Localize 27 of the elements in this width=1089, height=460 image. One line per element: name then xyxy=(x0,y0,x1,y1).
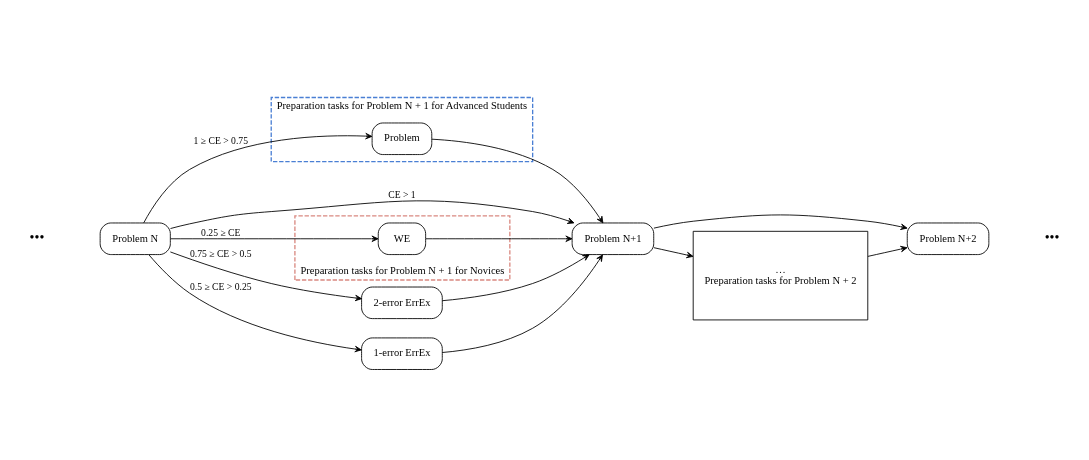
arrow xyxy=(169,251,362,302)
arrow xyxy=(441,254,603,353)
arrow xyxy=(653,214,908,230)
node-box: 2-error ErrEx xyxy=(361,286,443,320)
node-box: 1-error ErrEx xyxy=(361,337,443,370)
arrow xyxy=(653,247,694,259)
arrow xyxy=(431,138,604,224)
edge-label: 0.75 ≥ CE > 0.5 xyxy=(189,248,252,260)
edge-label: 0.25 ≥ CE xyxy=(201,226,241,238)
edge-label: CE > 1 xyxy=(388,189,416,201)
node-box: … Preparation tasks for Problem N + 2 xyxy=(692,230,869,321)
arrow xyxy=(425,235,573,242)
arrow xyxy=(148,254,362,353)
edge-label: 0.5 ≥ CE > 0.25 xyxy=(189,281,252,293)
node-box: Problem N+2 xyxy=(906,222,990,255)
node-box: WE xyxy=(377,222,427,255)
arrow xyxy=(170,235,379,242)
arrow xyxy=(170,200,575,229)
label: ••• xyxy=(29,229,45,246)
arrow xyxy=(867,245,908,257)
node-box: Problem N+1 xyxy=(571,222,655,255)
arrow xyxy=(441,254,590,302)
label: ••• xyxy=(1044,229,1060,246)
edge-label: 1 ≥ CE > 0.75 xyxy=(193,134,248,146)
node-box: Problem N xyxy=(99,222,171,255)
node-box: Problem xyxy=(371,122,433,155)
arrow xyxy=(143,132,373,224)
